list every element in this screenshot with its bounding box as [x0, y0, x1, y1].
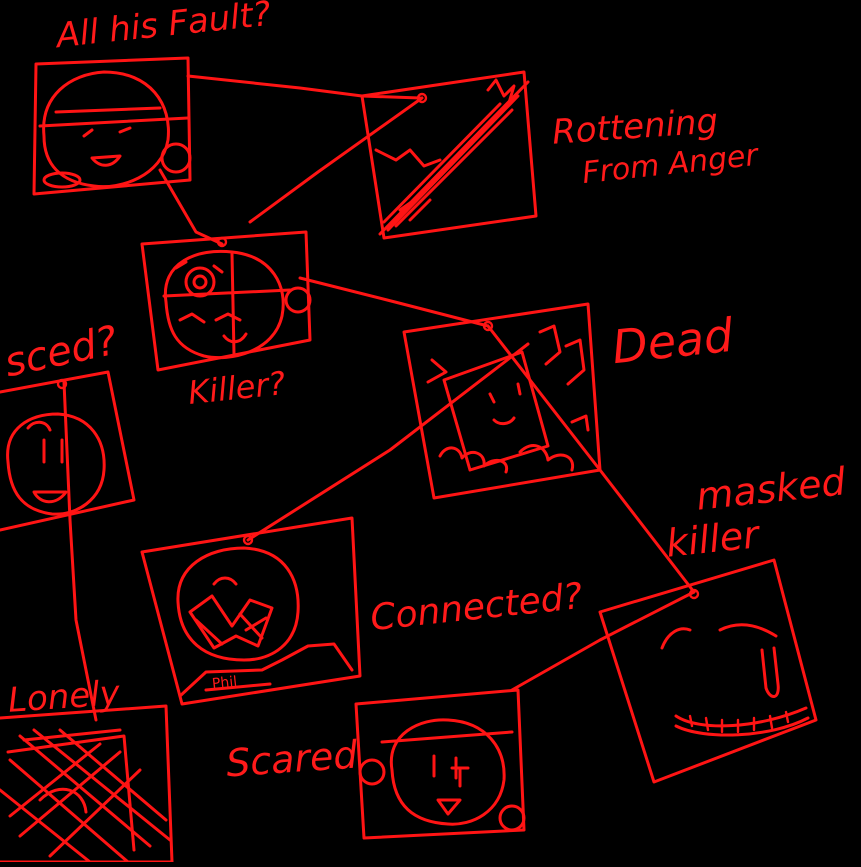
photo-connected — [140, 516, 362, 706]
photo-lonely — [0, 704, 174, 864]
pin — [482, 320, 494, 332]
photo-all-his-fault — [32, 56, 192, 196]
name-tag: Phil — [211, 673, 238, 693]
photo-sced — [0, 370, 136, 532]
photo-dead — [402, 302, 602, 500]
link-killer-to-rotten — [248, 96, 424, 224]
photo-masked — [598, 558, 818, 784]
link-fault-to-rotten — [186, 74, 422, 100]
photo-scared — [354, 688, 526, 840]
photo-killer — [140, 230, 312, 372]
link-masked-to-scared — [510, 590, 696, 692]
link-killer-to-dead — [298, 276, 490, 328]
link-sced-to-lonely — [62, 380, 98, 722]
label-lonely: Lonely — [6, 673, 122, 721]
label-dead: Dead — [609, 307, 736, 375]
photo-rottening — [360, 70, 538, 240]
label-scared: Scared — [224, 732, 359, 786]
label-killer: killer — [663, 512, 761, 566]
pin — [688, 588, 700, 600]
label-rottening: Rottening — [550, 101, 720, 153]
pin — [416, 92, 428, 104]
link-dead-to-connected — [246, 342, 530, 542]
label-killer-question: Killer? — [186, 364, 288, 412]
